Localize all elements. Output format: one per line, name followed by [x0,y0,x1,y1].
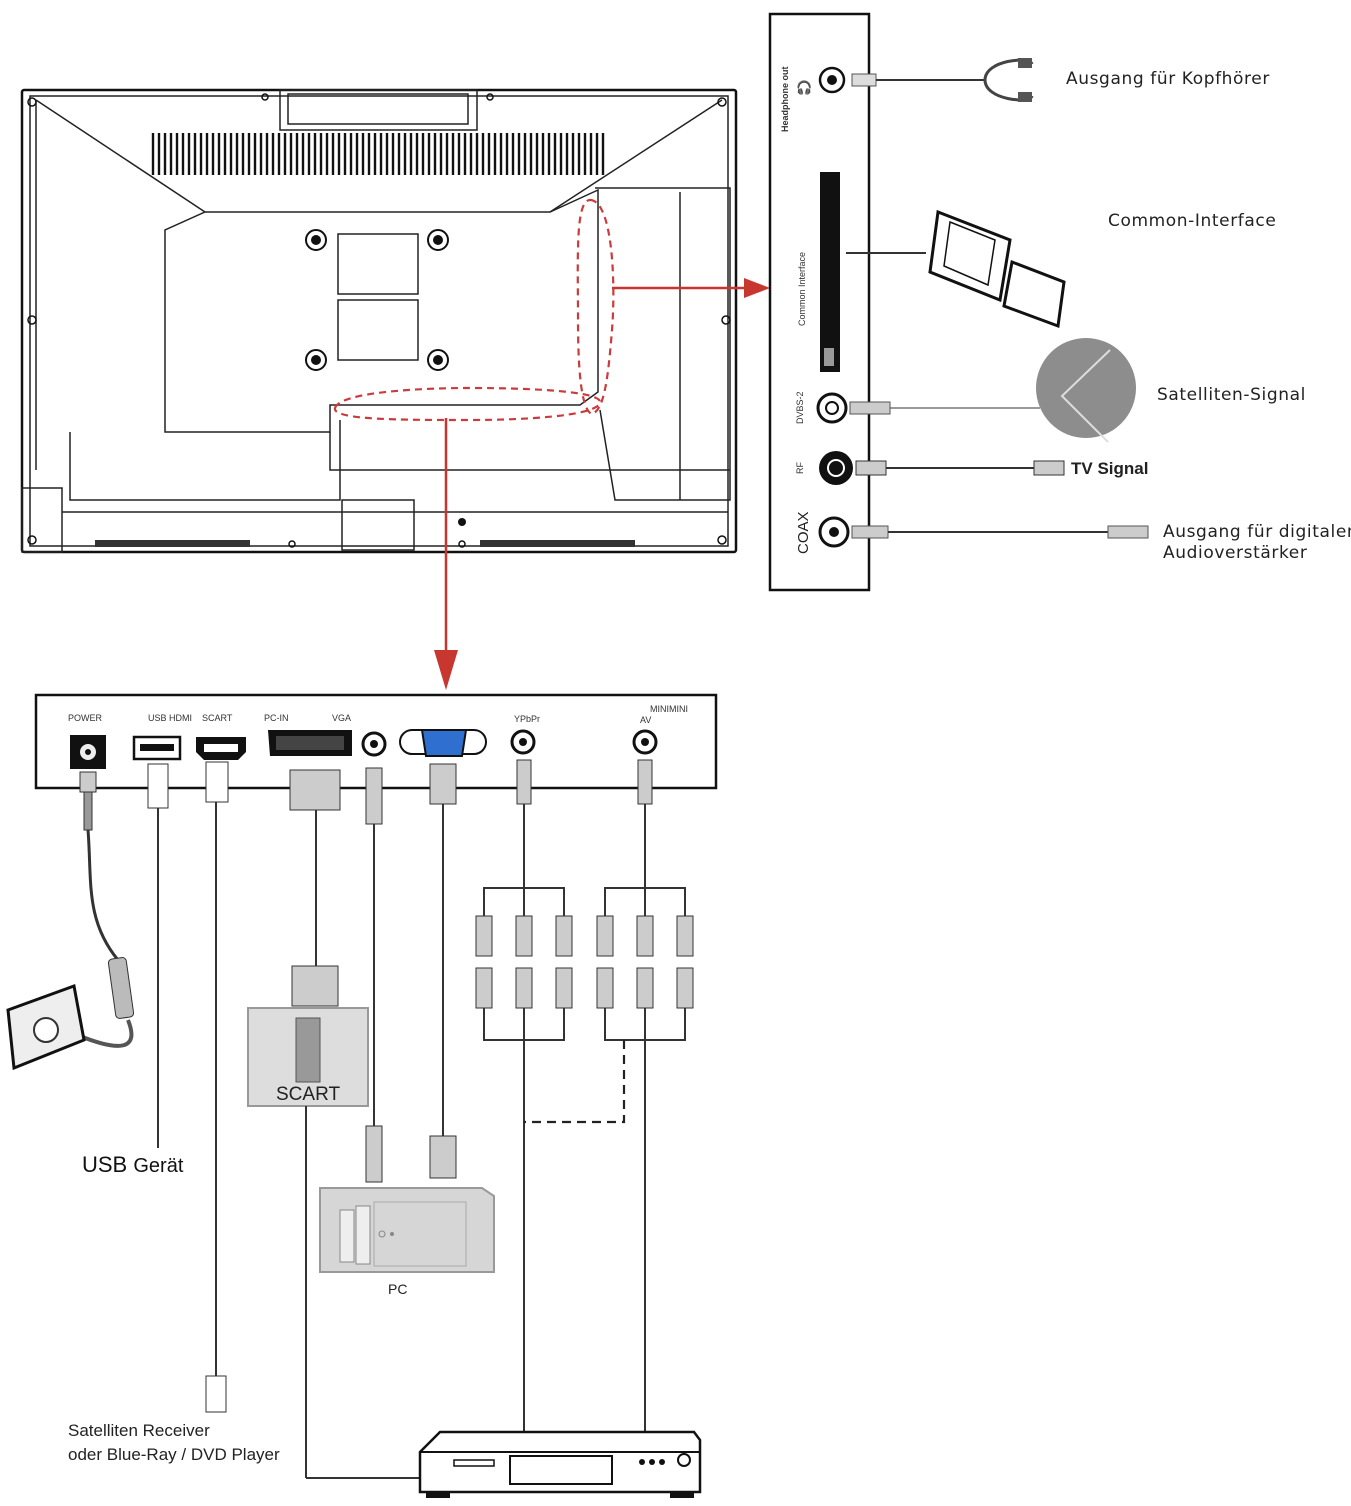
ypbpr-port [510,729,536,755]
rf-port [819,451,853,485]
side-connector-panel: Headphone out 🎧 Common Interface DVBS-2 … [768,12,871,592]
bottom-connector-panel: POWER USB HDMI SCART PC-IN VGA YPbPr MIN… [34,693,718,790]
label-rf: RF [795,462,805,474]
label-ypbpr: YPbPr [514,714,540,724]
hdmi-port [196,737,246,760]
label-usb-hdmi: USB HDMI [148,713,192,723]
wall-socket-icon [6,983,86,1071]
callout-common-interface: Common-Interface [1108,211,1276,231]
arrow-to-bottom-panel [434,418,458,690]
headphone-icon: 🎧 [796,80,812,95]
callout-satellite: Satelliten-Signal [1157,385,1306,405]
label-vga: VGA [332,713,351,723]
power-port [70,735,106,769]
vesa-screw-holes [305,229,449,371]
scart-device-box: SCART [247,1007,369,1107]
common-interface-slot [820,172,840,372]
tv-signal-cable [855,460,1065,476]
audio-in-port [361,731,387,757]
vga-port [399,729,487,757]
power-cable [79,771,135,1048]
usb-cable [147,763,169,1148]
label-av: AV [640,715,651,725]
usb-device-label: USB Gerät [82,1152,184,1177]
label-dvbs2: DVBS-2 [795,391,805,424]
pc-audio-cable [365,767,383,1183]
callout-digital-audio-line1: Ausgang für digitalen [1163,522,1351,542]
receiver-device-icon [418,1430,702,1498]
label-headphone-out: Headphone out [780,67,790,133]
callout-tv-signal: TV Signal [1071,459,1148,478]
satellite-dish-icon [1036,338,1136,438]
ci-module [846,209,1066,329]
ci-card-icon [928,209,1012,303]
pc-label: PC [388,1281,407,1297]
label-common-interface: Common Interface [797,252,807,326]
bottom-port-highlight [333,386,602,422]
usb-port [132,735,182,761]
coax-cable [851,525,1149,539]
side-port-highlight [576,198,615,416]
label-mini-in: MINIMINI [650,704,688,714]
dvbs2-port [816,392,848,424]
headphone-jack [818,66,846,94]
av-port [632,729,658,755]
av-cable [596,759,694,1432]
coax-port [818,516,850,548]
pc-icon [319,1187,495,1273]
hdmi-cable [205,761,229,1413]
receiver-label-line2: oder Blue-Ray / DVD Player [68,1445,280,1464]
arrow-to-side-panel [612,278,770,298]
scart-port [268,730,352,756]
receiver-label-line1: Satelliten Receiver [68,1421,210,1440]
scart-cable [289,769,341,1007]
label-coax: COAX [795,511,812,554]
vent-grille [151,133,605,175]
label-pc-in: PC-IN [264,713,289,723]
callout-digital-audio-line2: Audioverstärker [1163,543,1307,563]
label-scart: SCART [202,713,233,723]
ypbpr-cable [475,759,573,1432]
callout-headphone: Ausgang für Kopfhörer [1066,69,1270,89]
alternative-connection-dashed [524,1040,626,1124]
satellite-dish [849,338,1136,443]
headphone-cable [851,58,1034,102]
scart-box-label: SCART [276,1084,340,1105]
tv-back-view [20,88,738,554]
label-power: POWER [68,713,103,723]
vga-cable [429,763,457,1179]
